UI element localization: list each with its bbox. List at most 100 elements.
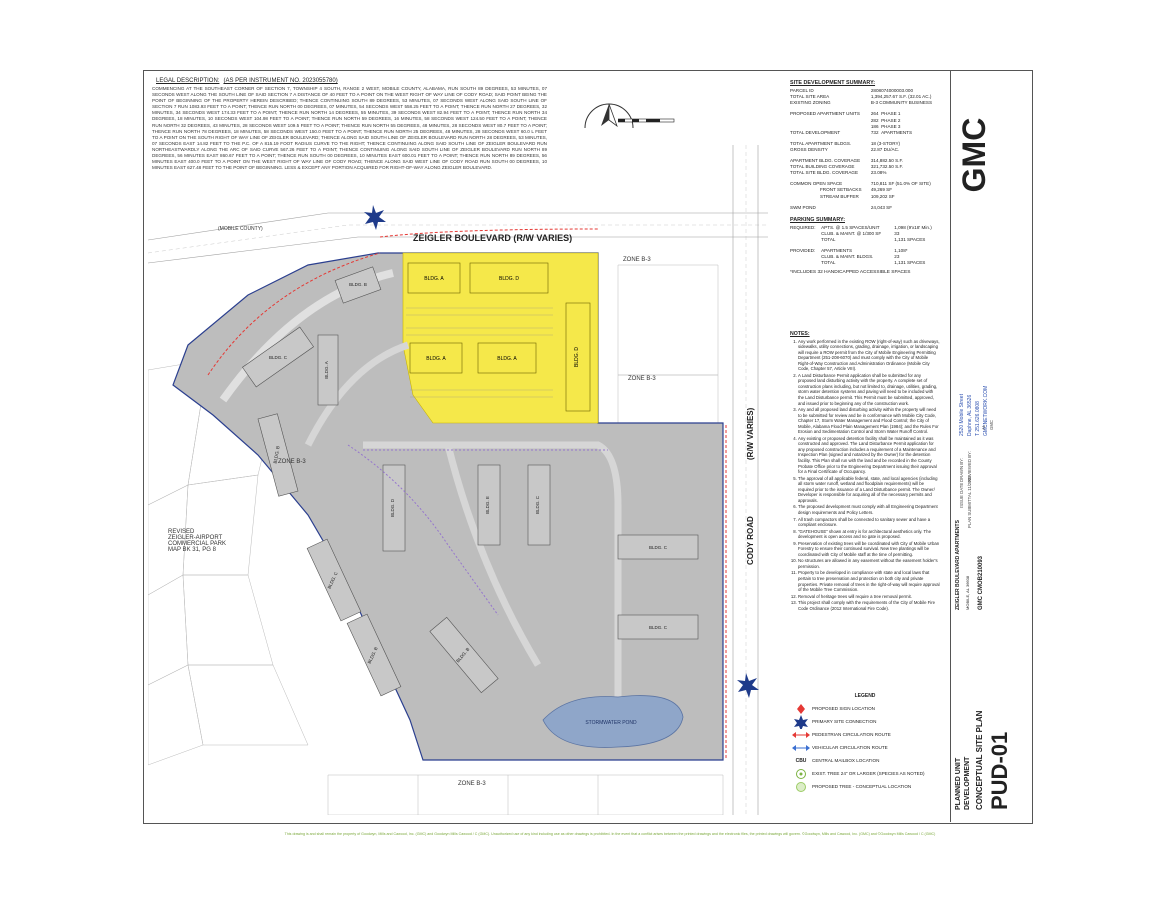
parking-value: 1,131 SPACES (894, 237, 926, 243)
summary-value: 1,394,257.67 S.F. (32.01 AC.) (870, 94, 932, 100)
bldg-label: BLDG. A (324, 361, 329, 379)
parking-key: TOTAL (821, 260, 836, 266)
parking-key: APTS. @ 1.5 SPACES/UNIT (821, 224, 880, 230)
scale-bar (618, 118, 675, 123)
parking-value: 33 (894, 231, 900, 236)
north-arrow-icon (584, 103, 634, 129)
legend-label: PROPOSED TREE - CONCEPTUAL LOCATION (812, 784, 912, 789)
summary-key: APARTMENT BLDG. COVERAGE (790, 158, 861, 164)
note-item: Any existing or proposed detention facil… (798, 436, 940, 475)
summary-key: PROPOSED APARTMENT UNITS (790, 111, 860, 117)
legend-item: PROPOSED TREE - CONCEPTUAL LOCATION (790, 780, 940, 793)
mailbox-icon: CBU (795, 757, 807, 764)
primary-site-connection-icon (364, 205, 759, 698)
note-item: Property to be developed in compliance w… (798, 570, 940, 592)
summary-key: STREAM BUFFER (820, 193, 859, 199)
legend-item: PROPOSED SIGN LOCATION (790, 702, 940, 715)
legend-label: VEHICULAR CIRCULATION ROUTE (812, 745, 888, 750)
summary-key: TOTAL SITE BLDG. COVERAGE (790, 170, 859, 176)
parking-value: 1,098 (9'x18' Min.) (894, 224, 932, 230)
parking-value: 1,131 SPACES (894, 260, 926, 266)
legend-label: CENTRAL MAILBOX LOCATION (812, 758, 880, 763)
bldg-label: BLDG. A (424, 276, 444, 282)
summary-value: 321,732.50 S.F. (870, 164, 904, 170)
zone-label: ZONE B-3 (458, 781, 486, 787)
diamond-icon (790, 703, 812, 714)
summary-key: EXISTING ZONING (790, 100, 831, 106)
bldg-label: BLDG. C (269, 355, 288, 360)
note-item: The proposed development must comply wit… (798, 504, 940, 515)
reviewed-by-label: REVIEWED BY: (967, 451, 972, 482)
summary-key: COMMON OPEN SPACE (790, 181, 843, 187)
legend-item: CBU CENTRAL MAILBOX LOCATION (790, 754, 940, 767)
zone-label: ZONE B-3 (278, 459, 306, 465)
summary-value: 23.08% (870, 170, 887, 176)
parking-key: CLUB. & MAINT. @ 1/300 SF (821, 231, 882, 236)
parking-footnote: *INCLUDES 32 HANDICAPPED ACCESSIBLE SPAC… (790, 270, 911, 276)
unit-phase: PHASE 2 (881, 117, 901, 123)
legend: LEGEND PROPOSED SIGN LOCATION PRIMARY SI… (790, 693, 940, 793)
legal-description-title: LEGAL DESCRIPTION:(AS PER INSTRUMENT NO.… (152, 78, 338, 84)
legal-instrument: (AS PER INSTRUMENT NO. 2023055780) (223, 78, 338, 84)
parking-key: CLUB. & MAINT. BLDGS. (821, 254, 874, 260)
summary-value: 49,269 SF (870, 187, 893, 193)
unit-count: 264 (870, 111, 879, 117)
legend-item: PEDESTRIAN CIRCULATION ROUTE (790, 728, 940, 741)
summary-key: PARCEL ID (790, 88, 814, 94)
legend-label: PRIMARY SITE CONNECTION (812, 719, 877, 724)
summary-value: 109,202 SF (870, 193, 895, 199)
sheet-type: DEVELOPMENT (964, 756, 971, 810)
title-block-divider (950, 70, 951, 822)
project-info: ZEIGLER BOULEVARD APARTMENTS MOBILE, AL … (955, 480, 1015, 820)
legend-label: PEDESTRIAN CIRCULATION ROUTE (812, 732, 891, 737)
county-label: (MOBILE COUNTY) (218, 226, 263, 232)
road-label-east: CODY ROAD (746, 516, 755, 565)
double-arrow-blue-icon (790, 744, 812, 751)
gmc-logo-icon: GMC (956, 118, 992, 193)
summary-key: TOTAL APARTMENT BLDGS. (790, 140, 852, 146)
unit-count: 282 (870, 117, 879, 123)
summary-key: TOTAL DEVELOPMENT (790, 129, 841, 135)
legend-label: PROPOSED SIGN LOCATION (812, 706, 875, 711)
tree-proposed-icon (790, 781, 812, 792)
bldg-label: BLDG. B (349, 282, 367, 287)
note-item: Preservation of existing trees will be c… (798, 541, 940, 558)
phase1-buildings: BLDG. A BLDG. D BLDG. A BLDG. A BLDG. D (407, 262, 591, 412)
bldg-label: BLDG. D (390, 498, 395, 517)
sheet-number: PUD-01 (987, 731, 1012, 810)
summary-value: B-3 COMMUNITY BUSINESS (870, 100, 933, 106)
bldg-label: BLDG. A (426, 356, 446, 362)
gray-buildings (242, 266, 699, 697)
legend-item: EXIST. TREE 24" OR LARGER (SPECIES AS NO… (790, 767, 940, 780)
parking-stalls (406, 307, 553, 398)
summary-value: 2808074000003.000 (870, 88, 913, 94)
unit-count: 186 (870, 123, 879, 129)
logo-text: GMC (956, 118, 992, 193)
parking-key: TOTAL (821, 237, 836, 243)
site-plan-map: STORMWATER POND BLDG. A BLDG. D BLDG. A … (148, 145, 768, 815)
legal-description-body: COMMENCING AT THE SOUTHEAST CORNER OF SE… (152, 86, 547, 171)
parking-value: 23 (894, 254, 900, 260)
note-item: This project shall comply with the requi… (798, 600, 940, 611)
bldg-label: BLDG. E (485, 496, 490, 514)
bldg-label: BLDG. D (574, 347, 580, 367)
summary-key: FRONT SETBACKS (820, 187, 862, 193)
note-item: Any and all proposed land disturbing act… (798, 407, 940, 435)
note-item: Removal of heritage trees will require a… (798, 594, 940, 600)
project-name: ZEIGLER BOULEVARD APARTMENTS (955, 520, 961, 610)
summary-key: TOTAL SITE AREA (790, 94, 830, 100)
tree-exist-icon (790, 768, 812, 779)
summary-title: SITE DEVELOPMENT SUMMARY: (790, 80, 876, 86)
note-item: The approval of all applicable federal, … (798, 476, 940, 504)
summary-key: TOTAL BUILDING COVERAGE (790, 164, 855, 170)
zone-label: ZONE B-3 (628, 376, 656, 382)
summary-key: SWM POND (790, 204, 816, 210)
sheet-type: PLANNED UNIT (955, 757, 962, 810)
parking-value: 1,108* (894, 248, 908, 254)
road-label-east-rw: (R/W VARIES) (746, 407, 755, 460)
sheet-title: CONCEPTUAL SITE PLAN (975, 710, 984, 810)
unit-phase: PHASE 1 (881, 111, 901, 117)
note-item: A Land Disturbance Permit application sh… (798, 373, 940, 406)
note-item: No structures are allowed in any easemen… (798, 558, 940, 569)
